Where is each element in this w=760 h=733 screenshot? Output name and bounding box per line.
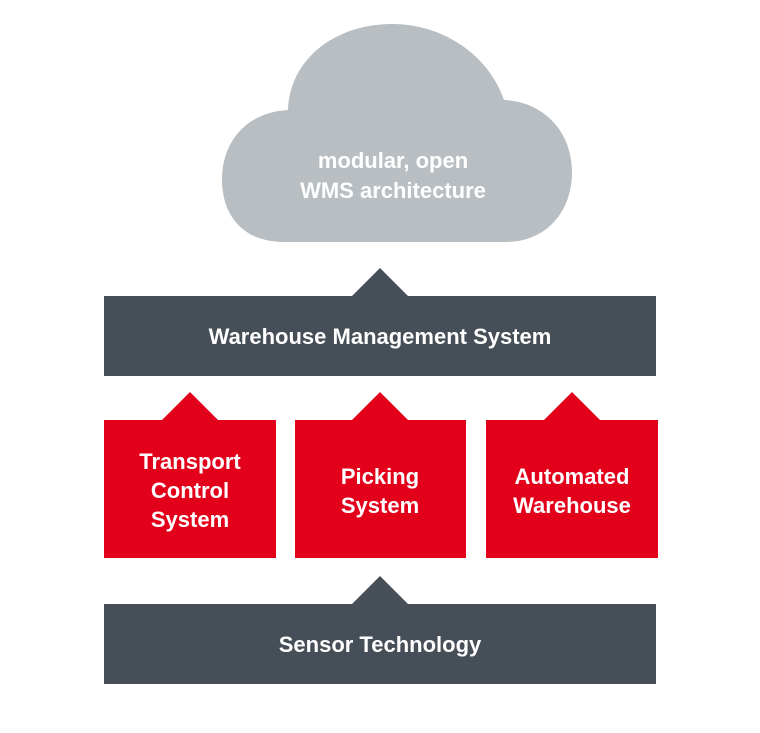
- cloud-shape: [222, 24, 572, 242]
- cloud-label-line2: WMS architecture: [300, 178, 486, 203]
- module-label-line: Picking: [341, 464, 419, 489]
- module-automated-warehouse: Automated Warehouse: [486, 392, 658, 558]
- module-picking-system: Picking System: [295, 392, 466, 558]
- sensor-bar-shape: [104, 576, 656, 684]
- module-label-line: Automated: [515, 464, 630, 489]
- module-box: [486, 392, 658, 558]
- module-label-line: Transport: [139, 449, 241, 474]
- module-label-line: Control: [151, 478, 229, 503]
- wms-bar: Warehouse Management System: [104, 268, 656, 376]
- cloud-label-line1: modular, open: [318, 148, 468, 173]
- module-transport-control-system: Transport Control System: [104, 392, 276, 558]
- sensor-bar: Sensor Technology: [104, 576, 656, 684]
- module-box: [104, 392, 276, 558]
- module-label-line: System: [341, 493, 419, 518]
- sensor-label: Sensor Technology: [279, 632, 482, 657]
- module-label-line: Warehouse: [513, 493, 631, 518]
- wms-bar-shape: [104, 268, 656, 376]
- cloud: modular, open WMS architecture: [222, 24, 572, 242]
- wms-label: Warehouse Management System: [209, 324, 552, 349]
- module-label-line: System: [151, 507, 229, 532]
- module-box: [295, 392, 466, 558]
